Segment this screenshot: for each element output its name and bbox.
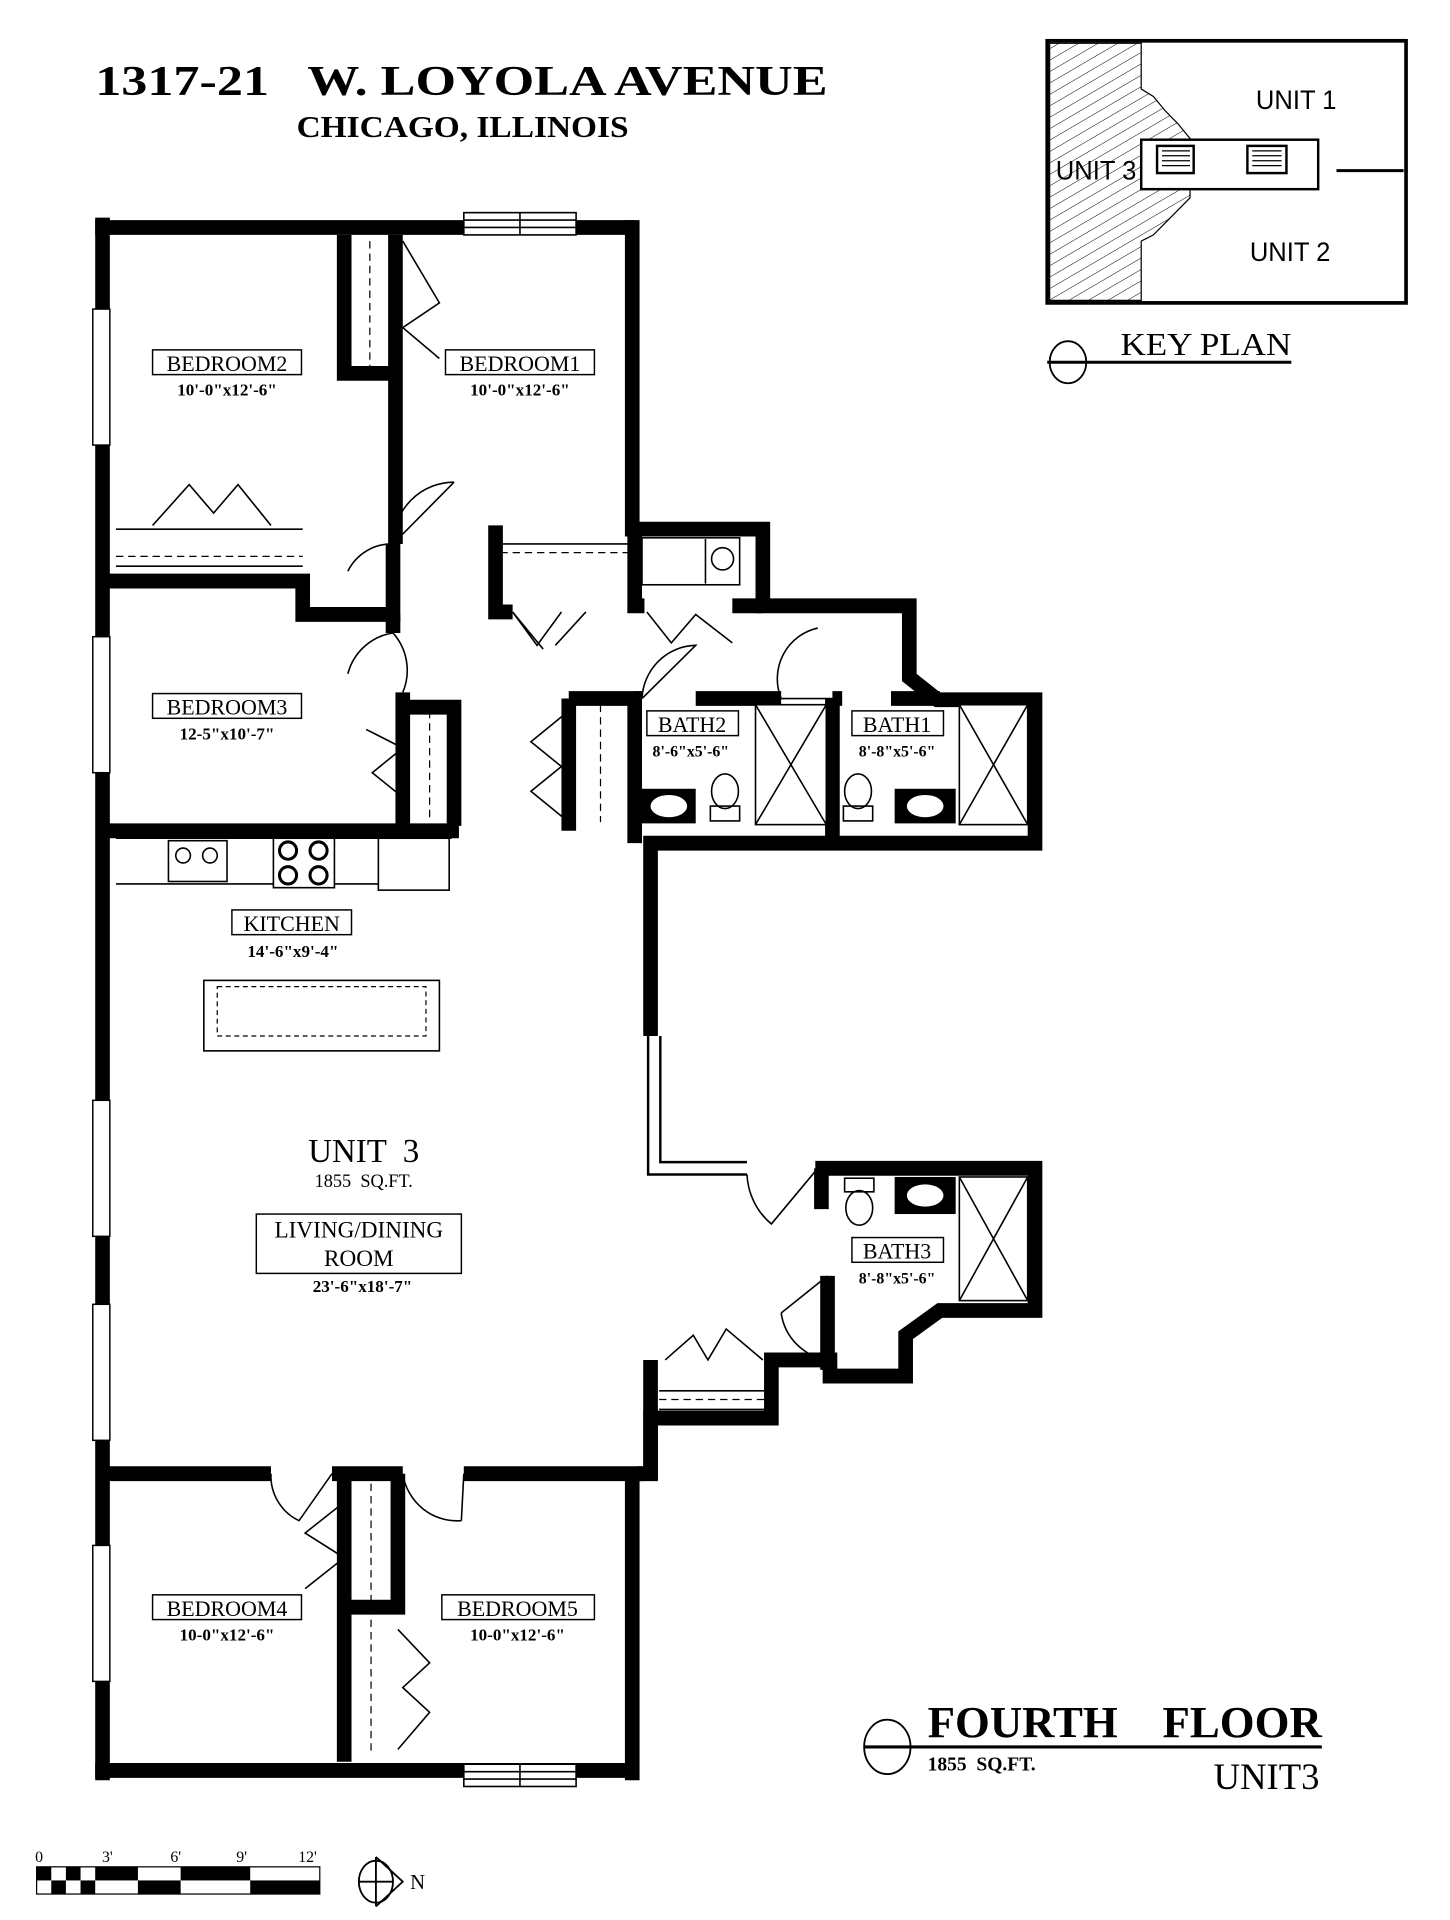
washer-dryer-icon (641, 536, 741, 586)
room-name: BATH1 (863, 712, 931, 737)
city-subtitle: CHICAGO, ILLINOIS (297, 110, 629, 144)
unit3-hatched-area (1049, 42, 1191, 302)
bath3-label: BATH3 8'-8"x5'-6" (851, 1236, 945, 1287)
north-arrow-icon: N (357, 1856, 425, 1908)
floor-area: 1855 SQ.FT. (928, 1753, 1036, 1775)
scale-tick-label: 0 (35, 1849, 43, 1866)
toilet-icon (709, 773, 741, 822)
sink-icon (642, 788, 696, 824)
bedroom1-label: BEDROOM1 10'-0"x12'-6" (444, 349, 596, 400)
window (463, 1763, 577, 1788)
room-dims: 8'-6"x5'-6" (653, 744, 730, 761)
room-dims: 8'-8"x5'-6" (859, 1270, 936, 1287)
header: 1317-21 W. LOYOLA AVENUE CHICAGO, ILLINO… (95, 59, 827, 144)
room-dims: 10'-0"x12'-6" (470, 381, 570, 400)
room-dims: 14'-6"x9'-4" (247, 942, 338, 961)
window (92, 308, 111, 1683)
shower-icon (754, 703, 828, 826)
unit-label: UNIT 3 1855 SQ.FT. (308, 1133, 419, 1191)
room-name: BEDROOM1 (460, 351, 581, 376)
key-plan-unit3-label: UNIT 3 (1056, 155, 1137, 185)
bath1-label: BATH1 8'-8"x5'-6" (851, 710, 945, 761)
key-plan-title: KEY PLAN (1120, 327, 1291, 362)
bedroom4-label: BEDROOM4 10-0"x12'-6" (151, 1594, 303, 1645)
kitchen-label: KITCHEN 14'-6"x9'-4" (231, 909, 353, 961)
key-plan-unit1-label: UNIT 1 (1256, 85, 1337, 115)
sink-icon (894, 1176, 956, 1215)
toilet-icon (842, 773, 874, 822)
unit-area: 1855 SQ.FT. (315, 1171, 413, 1191)
room-dims: 23'-6"x18'-7" (313, 1277, 413, 1296)
floor-title: FOURTH FLOOR (928, 1698, 1323, 1747)
sink-icon (894, 788, 956, 824)
key-plan-unit2-label: UNIT 2 (1250, 237, 1331, 267)
room-name: KITCHEN (244, 911, 340, 936)
room-dims: 8'-8"x5'-6" (859, 744, 936, 761)
room-name: BEDROOM5 (457, 1596, 578, 1621)
address-title: 1317-21 W. LOYOLA AVENUE (95, 59, 827, 105)
room-name: ROOM (324, 1246, 394, 1272)
room-name: BATH2 (658, 712, 726, 737)
room-dims: 10-0"x12'-6" (180, 1625, 275, 1644)
sheet-title: FOURTH FLOOR 1855 SQ.FT. UNIT3 (863, 1698, 1323, 1797)
room-dims: 12-5"x10'-7" (180, 724, 275, 743)
scale-tick-label: 3' (102, 1849, 113, 1866)
room-name: LIVING/DINING (275, 1217, 444, 1243)
bath2-label: BATH2 8'-6"x5'-6" (646, 710, 740, 761)
shower-icon (958, 703, 1029, 826)
room-dims: 10-0"x12'-6" (470, 1625, 565, 1644)
unit-title: UNIT3 (1214, 1756, 1320, 1797)
door-swings (151, 240, 833, 1750)
room-dims: 10'-0"x12'-6" (177, 381, 277, 400)
key-plan: UNIT 1 UNIT 2 UNIT 3 KEY PLAN (1045, 38, 1408, 385)
kitchen-counter (115, 837, 452, 891)
floor-plan (92, 211, 1043, 1788)
shower-icon (958, 1176, 1029, 1302)
room-labels: BEDROOM2 10'-0"x12'-6" BEDROOM1 10'-0"x1… (151, 349, 945, 1645)
scale-tick-label: 9' (236, 1849, 247, 1866)
room-name: BEDROOM2 (167, 351, 288, 376)
living-label: LIVING/DINING ROOM 23'-6"x18'-7" (255, 1213, 463, 1296)
bedroom3-label: BEDROOM3 12-5"x10'-7" (151, 692, 303, 743)
window (463, 211, 577, 236)
north-label: N (410, 1870, 425, 1894)
bedroom5-label: BEDROOM5 10-0"x12'-6" (441, 1594, 596, 1645)
stair-icon (1155, 144, 1288, 175)
scale-bar: 0 3' 6' 9' 12' (35, 1849, 321, 1895)
room-name: BEDROOM4 (167, 1596, 288, 1621)
bedroom2-label: BEDROOM2 10'-0"x12'-6" (151, 349, 303, 400)
toilet-icon (843, 1177, 875, 1226)
refrigerator-icon (377, 837, 450, 891)
scale-tick-label: 12' (298, 1849, 317, 1866)
kitchen-island (203, 979, 441, 1052)
unit-name: UNIT 3 (308, 1133, 419, 1170)
scale-tick-label: 6' (170, 1849, 181, 1866)
room-name: BATH3 (863, 1238, 931, 1263)
room-name: BEDROOM3 (167, 694, 288, 719)
range-icon (272, 837, 336, 889)
